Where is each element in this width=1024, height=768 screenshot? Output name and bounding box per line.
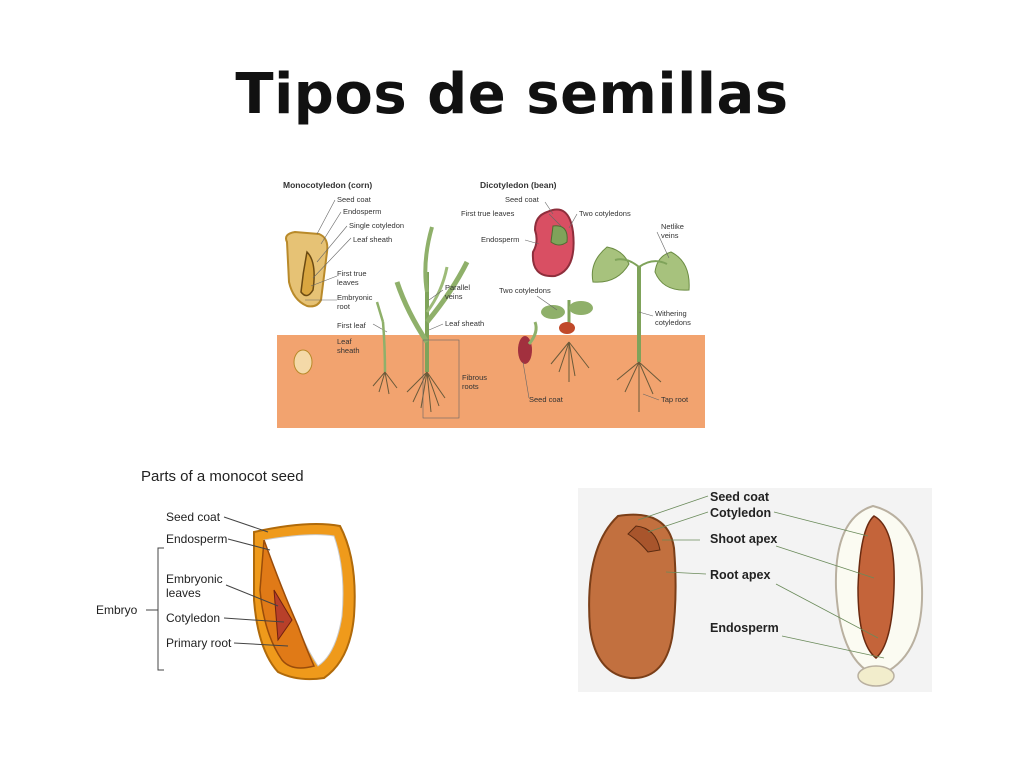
mono-plant-label-leaf-sheath: Leaf sheath [445,319,484,328]
mono-plant-label-veins: veins [445,292,463,301]
dicot-label-withering: Withering [655,309,687,318]
monocot-seed [253,523,356,681]
slide-title: Tipos de semillas [235,62,789,127]
bean-seed [531,208,575,278]
dicot-label-cotyledons: cotyledons [655,318,691,327]
dicot-label-two-cotyledons: Two cotyledons [579,209,631,218]
germination-diagram: Monocotyledon (corn) Dicotyledon (bean) … [277,172,705,428]
monocot-label-cotyledon: Cotyledon [166,611,220,625]
mono-label-single-cotyledon: Single cotyledon [349,221,404,230]
soil-layer [277,335,705,428]
mono-plant-label-roots: roots [462,382,479,391]
dicot-label-two-cotyledons-2: Two cotyledons [499,286,551,295]
bean-seed-svg: Seed coat Cotyledon Shoot apex Root apex… [578,488,932,692]
mono-label-seed-coat: Seed coat [337,195,372,204]
monocot-heading: Parts of a monocot seed [141,468,304,485]
dicot-label-seed-coat-2: Seed coat [529,395,564,404]
mono-label-first-true: First true [337,269,367,278]
mono-label-sheath: sheath [337,346,360,355]
bean-side-view [834,504,924,687]
dicot-label-endosperm: Endosperm [481,235,519,244]
corn-plant [394,226,470,372]
mono-label-first-leaf: First leaf [337,321,367,330]
bean-seed-diagram: Seed coat Cotyledon Shoot apex Root apex… [578,488,932,692]
germination-svg: Monocotyledon (corn) Dicotyledon (bean) … [277,172,705,428]
mono-label-leaves: leaves [337,278,359,287]
monocot-label-seed-coat: Seed coat [166,510,221,524]
monocot-label-primary-root: Primary root [166,636,232,650]
monocot-seed-svg: Parts of a monocot seed Seed coat Endosp… [96,468,356,681]
bean-label-endosperm: Endosperm [710,621,779,635]
mono-label-leaf: Leaf [337,337,353,346]
mono-label-root: root [337,302,351,311]
monocot-label-leaves: leaves [166,586,201,600]
monocot-label-embryo: Embryo [96,603,138,617]
bean-label-root-apex: Root apex [710,568,770,582]
bean-seedlings [518,246,690,364]
monocot-heading: Monocotyledon (corn) [283,180,372,190]
bean-label-seed-coat: Seed coat [710,490,770,504]
mono-label-endosperm: Endosperm [343,207,381,216]
bean-label-shoot-apex: Shoot apex [710,532,777,546]
dicot-label-veins: veins [661,231,679,240]
dicot-label-netlike: Netlike [661,222,684,231]
dicot-label-seed-coat: Seed coat [505,195,540,204]
mono-plant-label-fibrous: Fibrous [462,373,487,382]
monocot-label-embryonic: Embryonic [166,572,223,586]
dicot-label-tap-root: Tap root [661,395,689,404]
dicot-label-first-true-leaves: First true leaves [461,209,515,218]
corn-kernel [285,230,329,308]
dicot-heading: Dicotyledon (bean) [480,180,557,190]
bean-label-cotyledon: Cotyledon [710,506,771,520]
bean-half-cotyledon [588,513,677,680]
mono-label-leaf-sheath: Leaf sheath [353,235,392,244]
monocot-label-endosperm: Endosperm [166,532,227,546]
mono-label-embryonic: Embryonic [337,293,373,302]
mono-plant-label-parallel: Parallel [445,283,470,292]
monocot-seed-diagram: Parts of a monocot seed Seed coat Endosp… [78,440,398,695]
